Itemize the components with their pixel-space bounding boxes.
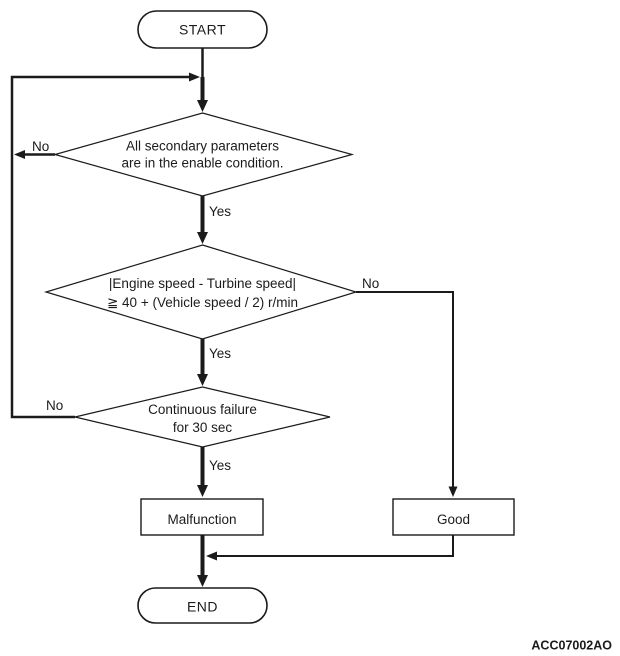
malfunction-node: Malfunction	[140, 498, 264, 536]
decision-enable-condition-shape	[52, 112, 355, 197]
start-node-shape	[137, 10, 268, 49]
decision-speed-difference-shape	[43, 244, 359, 340]
end-node-shape	[137, 587, 268, 624]
arrowhead-check-duration-entry	[197, 374, 208, 386]
arrowhead-malfunction-entry	[197, 485, 208, 497]
arrowhead-check-speed-entry	[197, 232, 208, 244]
start-node-label: START	[179, 22, 226, 38]
edge-check-speed-no	[356, 291, 454, 487]
edge-good-to-merge	[216, 535, 454, 557]
decision-speed-difference: |Engine speed - Turbine speed| ≧ 40 + (V…	[43, 244, 359, 340]
edge-label-check-enable-no: No	[32, 139, 49, 154]
edge-label-check-enable-yes: Yes	[209, 204, 231, 219]
arrowhead-merge	[206, 551, 217, 561]
arrowhead-check-enable-no	[14, 150, 25, 159]
end-node: END	[137, 587, 268, 624]
decision-continuous-failure-line2: for 30 sec	[173, 420, 233, 435]
decision-enable-condition: All secondary parameters are in the enab…	[52, 112, 355, 197]
decision-continuous-failure: Continuous failure for 30 sec	[74, 386, 331, 448]
arrowhead-end-entry	[197, 575, 208, 587]
edge-retry-loop	[10, 75, 190, 419]
edge-label-check-duration-no: No	[46, 398, 63, 413]
arrowhead-good-entry	[448, 486, 458, 497]
decision-speed-difference-line2: ≧ 40 + (Vehicle speed / 2) r/min	[107, 295, 298, 310]
edge-label-check-duration-yes: Yes	[209, 458, 231, 473]
arrowhead-check-enable-entry	[197, 100, 208, 112]
good-node-label: Good	[437, 512, 470, 527]
figure-id-caption: ACC07002AO	[531, 639, 612, 653]
arrowhead-loop-rejoin	[189, 72, 200, 82]
decision-enable-condition-line2: are in the enable condition.	[121, 156, 283, 171]
decision-continuous-failure-line1: Continuous failure	[148, 402, 257, 417]
good-node: Good	[392, 498, 515, 536]
decision-enable-condition-line1: All secondary parameters	[126, 139, 279, 154]
start-node: START	[137, 10, 268, 49]
good-node-shape	[392, 498, 515, 536]
malfunction-node-shape	[140, 498, 264, 536]
malfunction-node-label: Malfunction	[167, 512, 236, 527]
end-node-label: END	[187, 599, 218, 615]
decision-continuous-failure-shape	[74, 386, 331, 448]
edge-label-check-speed-no: No	[362, 276, 379, 291]
decision-speed-difference-line1: |Engine speed - Turbine speed|	[109, 276, 296, 291]
edge-label-check-speed-yes: Yes	[209, 346, 231, 361]
